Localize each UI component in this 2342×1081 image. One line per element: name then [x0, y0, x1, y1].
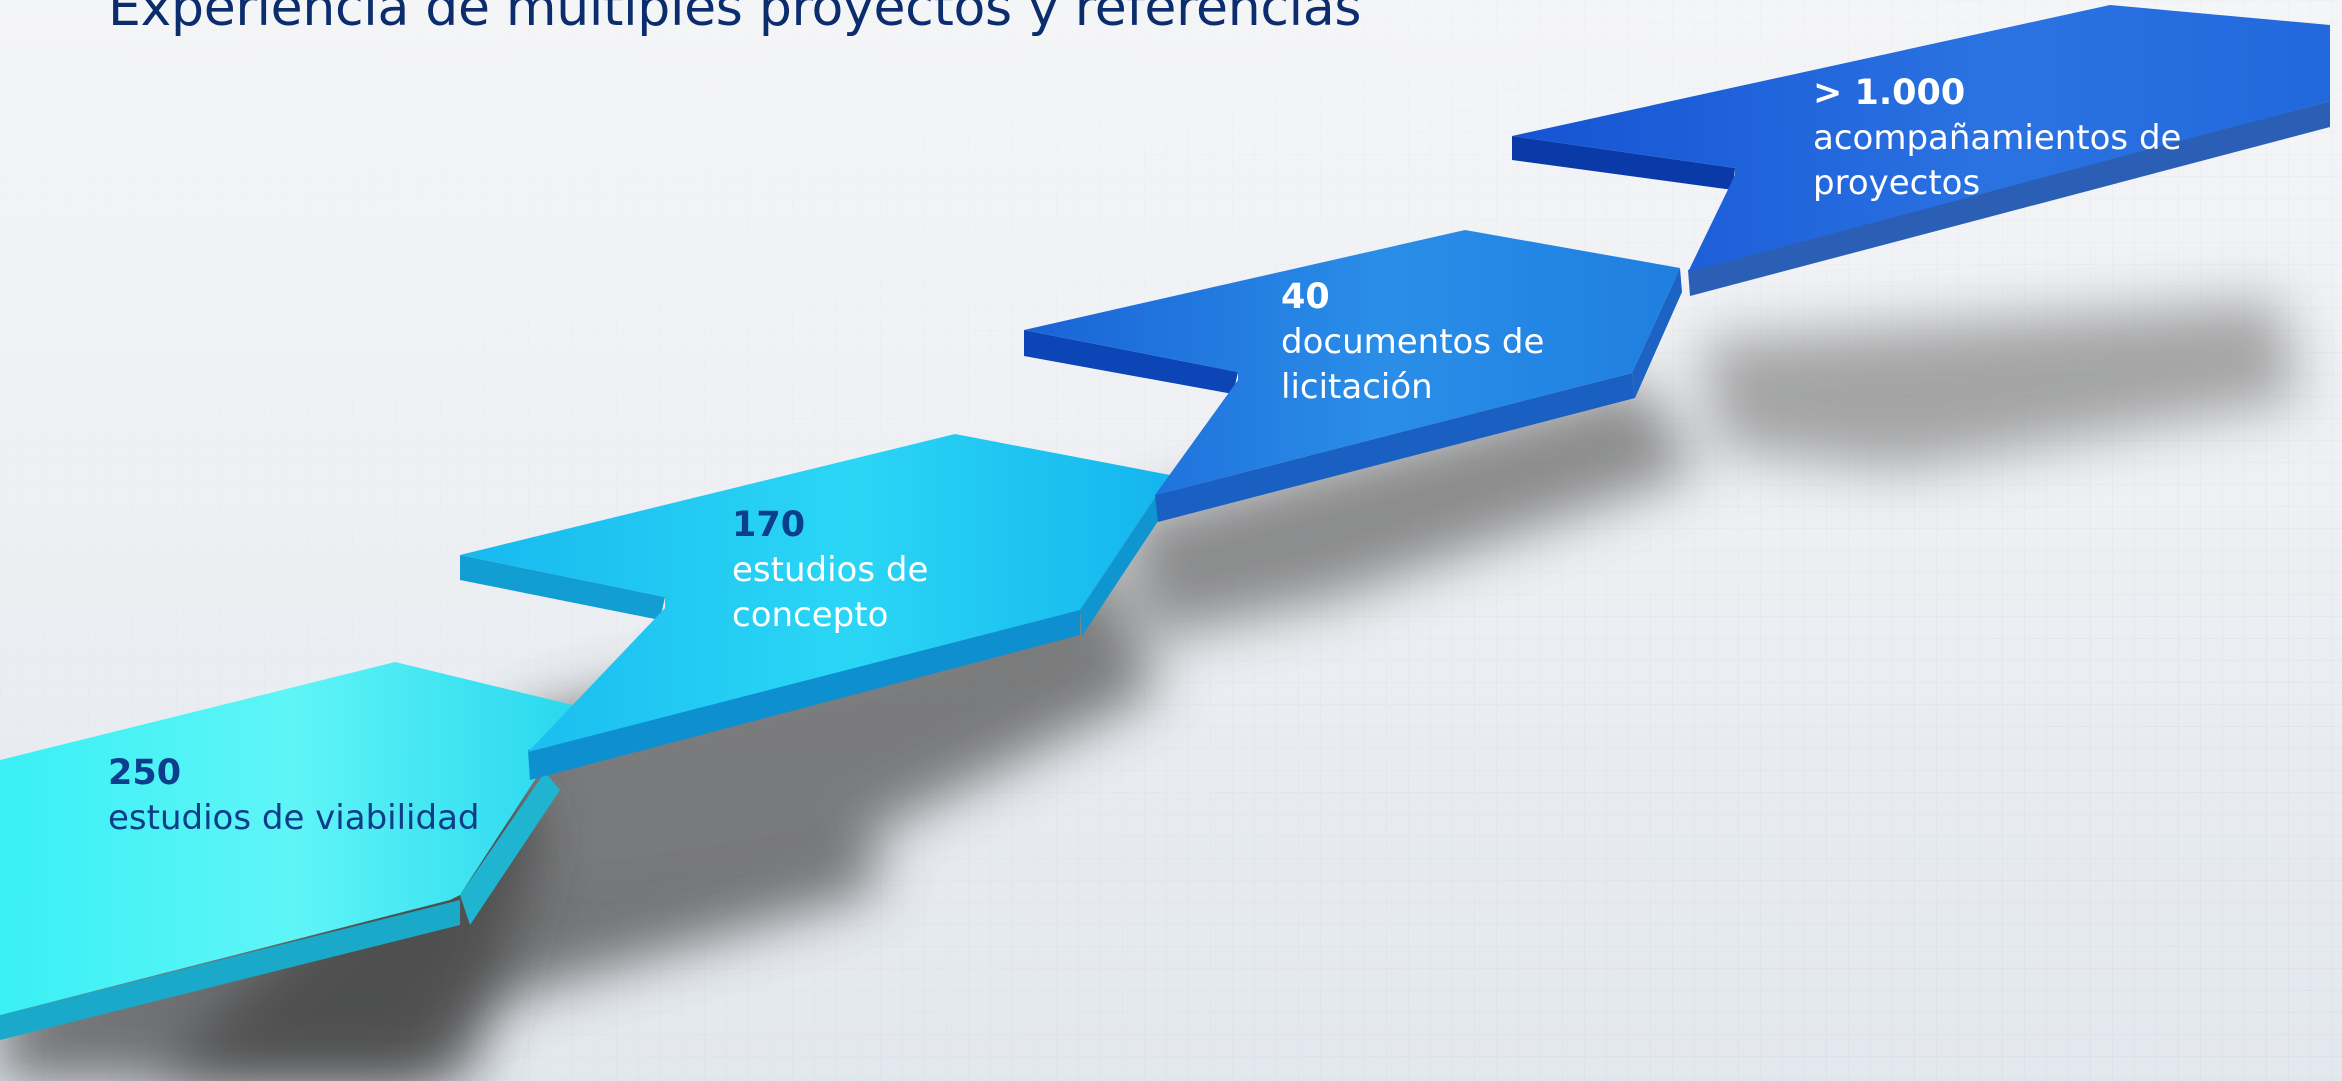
- step-4-shape: [1512, 5, 2330, 296]
- step-2-label: estudios de concepto: [732, 550, 929, 635]
- step-3-shape: [1024, 230, 1682, 522]
- step-4-label: acompañamientos de proyectos: [1813, 118, 2182, 203]
- step-3-value: 40: [1281, 277, 1330, 317]
- step-3-label: documentos de licitación: [1281, 322, 1545, 407]
- step-1-label: estudios de viabilidad: [108, 798, 480, 838]
- step-2-value: 170: [732, 505, 806, 545]
- step-1-shape: [0, 662, 585, 1040]
- step-1-value: 250: [108, 753, 182, 793]
- step-3-text: 40 documentos de licitación: [1281, 275, 1544, 410]
- page-title: Experiencia de múltiples proyectos y ref…: [108, 0, 1362, 38]
- step-4-value: > 1.000: [1813, 73, 1966, 113]
- step-4-text: > 1.000 acompañamientos de proyectos: [1813, 71, 2181, 206]
- step-1-text: 250 estudios de viabilidad: [108, 751, 480, 841]
- step-2-shape: [460, 434, 1172, 780]
- step-2-text: 170 estudios de concepto: [732, 503, 928, 638]
